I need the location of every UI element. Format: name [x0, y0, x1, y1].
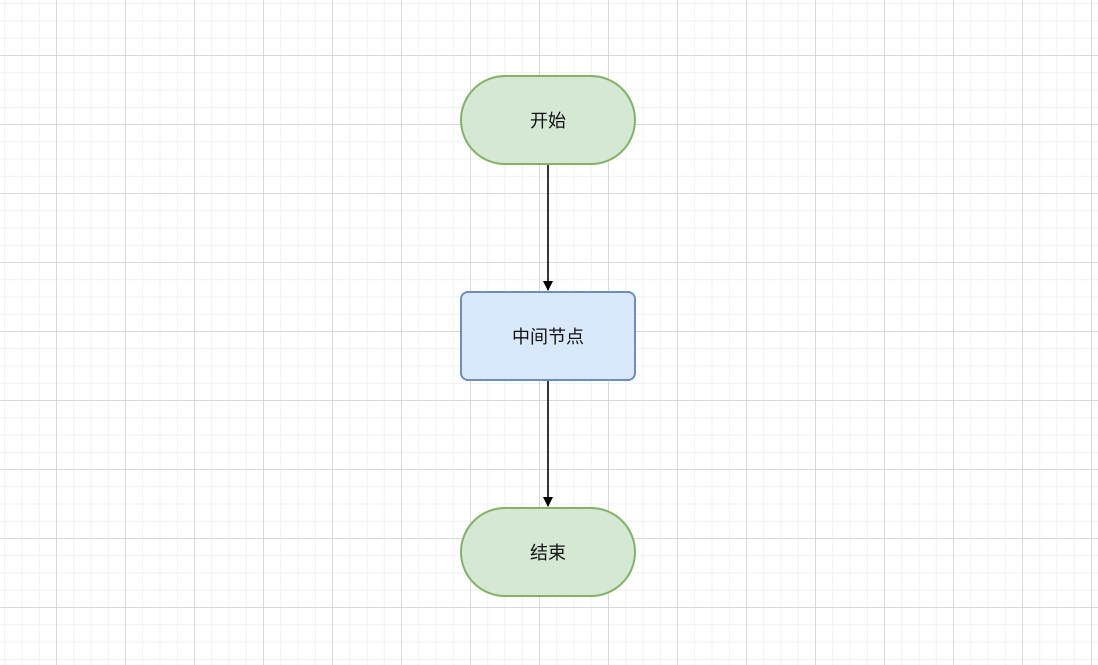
- middle-node[interactable]: 中间节点: [460, 291, 636, 381]
- end-node-label: 结束: [530, 543, 566, 564]
- start-node[interactable]: 开始: [460, 75, 636, 165]
- middle-node-label: 中间节点: [512, 327, 584, 348]
- end-node[interactable]: 结束: [460, 507, 636, 597]
- start-node-label: 开始: [530, 111, 566, 132]
